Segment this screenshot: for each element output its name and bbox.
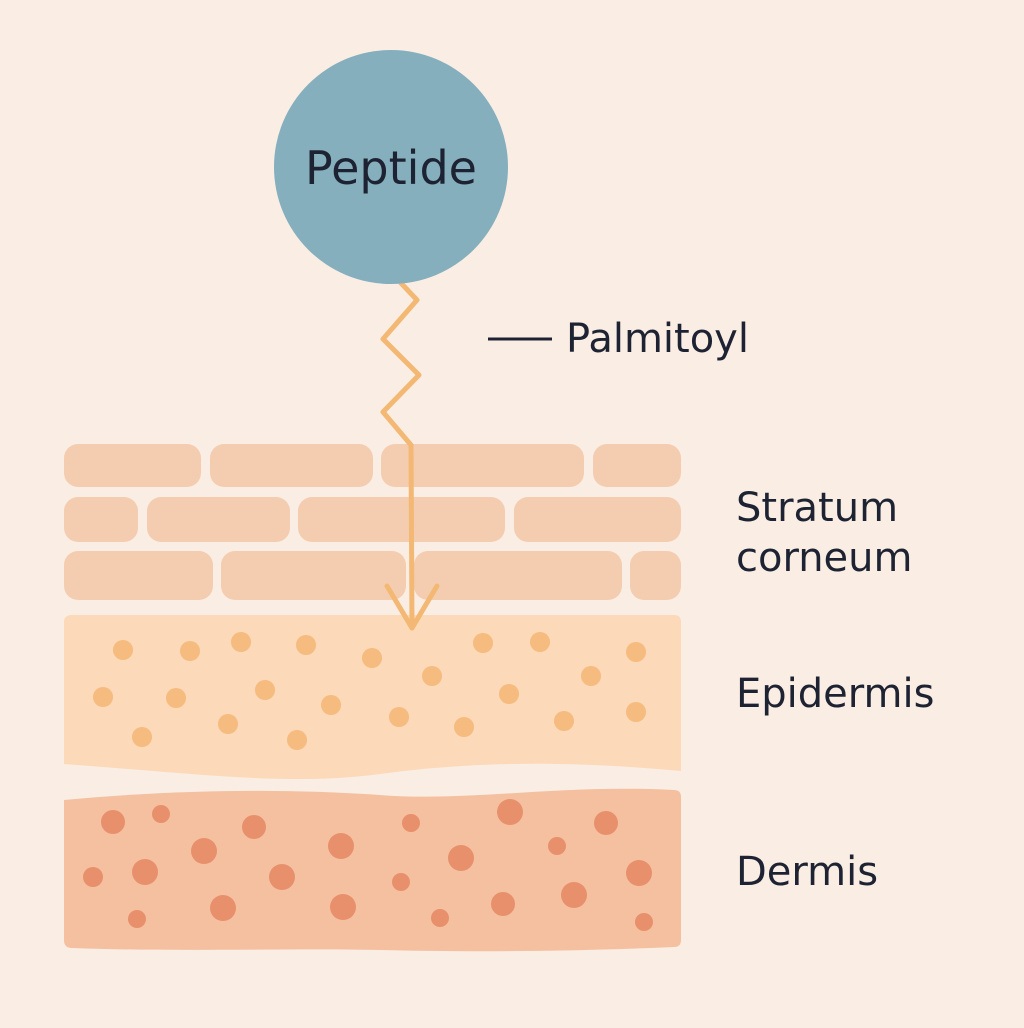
- corneum-cell: [64, 497, 138, 542]
- dermis-dot: [132, 859, 158, 885]
- epidermis-dot: [626, 702, 646, 722]
- epidermis-dot: [321, 695, 341, 715]
- corneum-cell: [593, 444, 681, 487]
- corneum-cell: [381, 444, 584, 487]
- peptide-label: Peptide: [305, 141, 477, 195]
- epidermis-dot: [389, 707, 409, 727]
- corneum-cell: [221, 551, 406, 600]
- dermis-dot: [497, 799, 523, 825]
- dermis-dot: [548, 837, 566, 855]
- epidermis-dot: [554, 711, 574, 731]
- corneum-cell: [64, 444, 201, 487]
- dermis-dot: [330, 894, 356, 920]
- corneum-cell: [210, 444, 373, 487]
- epidermis-dot: [499, 684, 519, 704]
- dermis-dot: [491, 892, 515, 916]
- epidermis-layer: [64, 615, 681, 780]
- dermis-dot: [431, 909, 449, 927]
- corneum-cell: [514, 497, 681, 542]
- dermis-dot: [83, 867, 103, 887]
- epidermis-dot: [362, 648, 382, 668]
- epidermis-dot: [231, 632, 251, 652]
- dermis-dot: [210, 895, 236, 921]
- corneum-cell: [147, 497, 290, 542]
- stratum-corneum-layer: [64, 444, 681, 600]
- epidermis-dot: [422, 666, 442, 686]
- corneum-cell: [630, 551, 681, 600]
- dermis-layer: [64, 788, 681, 952]
- dermis-dot: [269, 864, 295, 890]
- dermis-dot: [402, 814, 420, 832]
- corneum-cell: [298, 497, 505, 542]
- dermis-dot: [328, 833, 354, 859]
- epidermis-dot: [581, 666, 601, 686]
- palmitoyl-chain: [380, 279, 440, 631]
- peptide-circle: [274, 50, 508, 284]
- palmitoyl-label: Palmitoyl: [566, 316, 749, 362]
- dermis-dot: [191, 838, 217, 864]
- epidermis-dot: [166, 688, 186, 708]
- dermis-dot: [242, 815, 266, 839]
- epidermis-dot: [93, 687, 113, 707]
- dermis-dot: [448, 845, 474, 871]
- epidermis-dot: [113, 640, 133, 660]
- epidermis-dot: [218, 714, 238, 734]
- epidermis-dot: [530, 632, 550, 652]
- epidermis-dot: [473, 633, 493, 653]
- dermis-dots: [83, 799, 653, 931]
- epidermis-dot: [180, 641, 200, 661]
- corneum-cell: [64, 551, 213, 600]
- epidermis-dot: [454, 717, 474, 737]
- dermis-dot: [626, 860, 652, 886]
- dermis-dot: [635, 913, 653, 931]
- epidermis-shape: [64, 615, 681, 780]
- dermis-label: Dermis: [736, 849, 879, 895]
- epidermis-dot: [132, 727, 152, 747]
- corneum-cell: [414, 551, 622, 600]
- dermis-dot: [128, 910, 146, 928]
- epidermis-dot: [626, 642, 646, 662]
- epidermis-dot: [287, 730, 307, 750]
- epidermis-label: Epidermis: [736, 671, 935, 717]
- epidermis-dot: [296, 635, 316, 655]
- epidermis-dot: [255, 680, 275, 700]
- dermis-dot: [594, 811, 618, 835]
- stratum-corneum-label: Stratum corneum: [736, 485, 913, 581]
- dermis-dot: [152, 805, 170, 823]
- dermis-dot: [561, 882, 587, 908]
- zigzag-chain: [380, 279, 422, 631]
- dermis-dot: [101, 810, 125, 834]
- epidermis-dots: [93, 632, 646, 750]
- arrow-head-icon: [384, 583, 440, 631]
- dermis-dot: [392, 873, 410, 891]
